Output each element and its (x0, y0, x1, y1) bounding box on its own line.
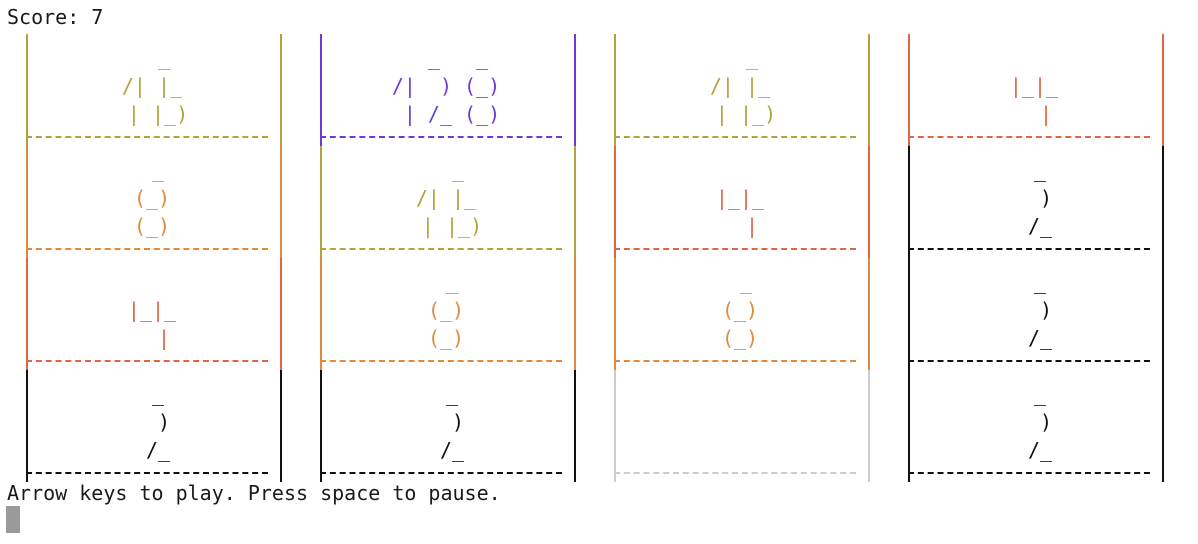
tile-right-border (574, 34, 576, 146)
tile-2: _ ) /_ (904, 370, 1164, 482)
tile-2: _ ) /_ (904, 258, 1164, 370)
tile-number: _ ) /_ (1027, 270, 1053, 350)
tile-bottom-border (320, 360, 562, 362)
tile-left-border (26, 258, 28, 370)
tile-bottom-border (908, 360, 1150, 362)
tile-bottom-border (320, 472, 562, 474)
tile-16: _ /| |_ | |_) (610, 34, 870, 146)
tile-right-border (868, 146, 870, 258)
terminal-cursor (6, 506, 20, 533)
tile-number: _ /| |_ | |_) (121, 46, 189, 126)
tile-right-border (280, 258, 282, 370)
tile-2: _ ) /_ (316, 370, 576, 482)
tile-left-border (908, 258, 910, 370)
tile-left-border (320, 34, 322, 146)
tile-number: _ (_) (_) (133, 158, 171, 238)
tile-bottom-border (908, 136, 1150, 138)
tile-left-border (614, 258, 616, 370)
tile-bottom-border (320, 136, 562, 138)
tile-right-border (574, 258, 576, 370)
tile-right-border (868, 370, 870, 482)
board-column: |_|_ | _ ) /_ _ ) /_ _ ) /_ (904, 34, 1164, 482)
tile-left-border (26, 34, 28, 146)
tile-8: _ (_) (_) (316, 258, 576, 370)
tile-right-border (574, 146, 576, 258)
tile-bottom-border (614, 360, 856, 362)
tile-right-border (280, 146, 282, 258)
tile-left-border (614, 34, 616, 146)
board-column: _ /| |_ | |_) |_|_ | _ (_) (_) (610, 34, 870, 482)
tile-number: |_|_ | (127, 298, 177, 350)
tile-bottom-border (26, 248, 268, 250)
tile-left-border (908, 34, 910, 146)
tile-left-border (908, 146, 910, 258)
board-column: _ /| |_ | |_) _ (_) (_) |_|_ | _ ) /_ (22, 34, 282, 482)
tile-right-border (280, 34, 282, 146)
tile-number: |_|_ | (715, 186, 765, 238)
tile-4: |_|_ | (904, 34, 1164, 146)
tile-left-border (320, 258, 322, 370)
tile-bottom-border (26, 360, 268, 362)
tile-number: _ ) /_ (439, 382, 465, 462)
tile-bottom-border (26, 472, 268, 474)
tile-number: _ (_) (_) (427, 270, 465, 350)
tile-left-border (26, 370, 28, 482)
tile-16: _ /| |_ | |_) (22, 34, 282, 146)
tile-bottom-border (26, 136, 268, 138)
score-label: Score: 7 (7, 5, 104, 29)
tile-8: _ (_) (_) (22, 146, 282, 258)
tile-right-border (574, 370, 576, 482)
tile-number: |_|_ | (1009, 74, 1059, 126)
tile-number: _ _ /| ) (_) | /_ (_) (391, 46, 501, 126)
tile-left-border (26, 146, 28, 258)
tile-right-border (868, 34, 870, 146)
tile-empty (610, 370, 870, 482)
tile-bottom-border (614, 472, 856, 474)
tile-left-border (614, 146, 616, 258)
tile-number: _ ) /_ (1027, 158, 1053, 238)
tile-right-border (1162, 146, 1164, 258)
tile-right-border (1162, 34, 1164, 146)
tile-16: _ /| |_ | |_) (316, 146, 576, 258)
tile-2: _ ) /_ (22, 370, 282, 482)
tile-bottom-border (614, 248, 856, 250)
tile-left-border (320, 146, 322, 258)
board-column: _ _ /| ) (_) | /_ (_) _ /| |_ | |_) _ (_… (316, 34, 576, 482)
tile-number: _ /| |_ | |_) (709, 46, 777, 126)
tile-right-border (1162, 258, 1164, 370)
status-message: Arrow keys to play. Press space to pause… (7, 481, 501, 505)
tile-right-border (868, 258, 870, 370)
tile-number: _ /| |_ | |_) (415, 158, 483, 238)
tile-bottom-border (320, 248, 562, 250)
tile-number: _ ) /_ (145, 382, 171, 462)
tile-left-border (908, 370, 910, 482)
tile-bottom-border (908, 472, 1150, 474)
tile-left-border (320, 370, 322, 482)
tile-right-border (1162, 370, 1164, 482)
tile-bottom-border (908, 248, 1150, 250)
tile-2: _ ) /_ (904, 146, 1164, 258)
tile-right-border (280, 370, 282, 482)
tile-number: _ ) /_ (1027, 382, 1053, 462)
tile-4: |_|_ | (22, 258, 282, 370)
tile-left-border (614, 370, 616, 482)
tile-number: _ (_) (_) (721, 270, 759, 350)
tile-32: _ _ /| ) (_) | /_ (_) (316, 34, 576, 146)
tile-8: _ (_) (_) (610, 258, 870, 370)
tile-4: |_|_ | (610, 146, 870, 258)
tile-bottom-border (614, 136, 856, 138)
